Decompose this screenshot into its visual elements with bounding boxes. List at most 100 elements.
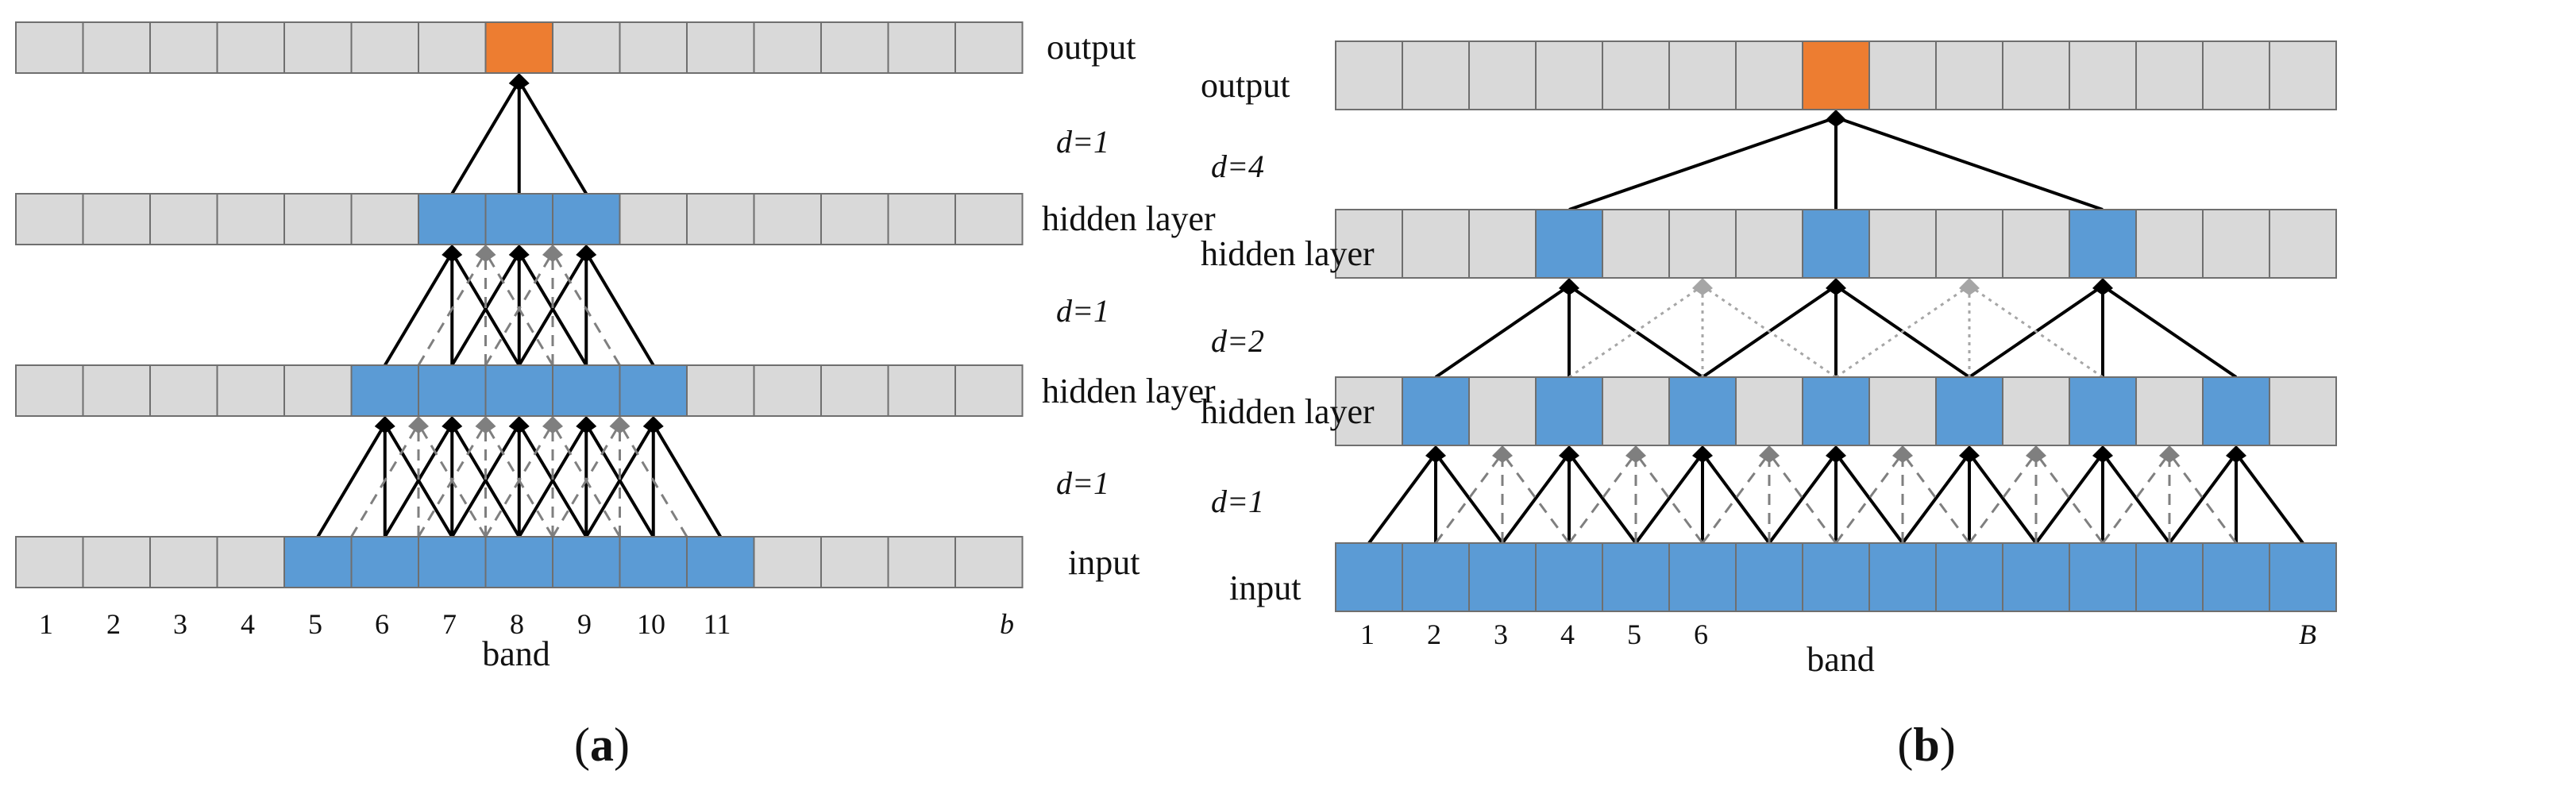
panel-a-layer-0-cell: [283, 21, 353, 74]
panel-b-layer-2-cell: [2002, 376, 2070, 446]
panel-a-inactive-arrowhead: [475, 416, 496, 434]
panel-b-edge: [1568, 116, 1837, 211]
panel-a-edge: [316, 422, 387, 538]
panel-a-layer-3-cell: [418, 536, 487, 588]
panel-a-layer-2-cell: [484, 364, 553, 417]
panel-b-input-label: input: [1229, 568, 1301, 607]
panel-b-edge: [1701, 452, 1771, 545]
panel-b-edge: [1501, 452, 1571, 545]
panel-b-layer-0-cell: [2002, 40, 2070, 110]
panel-b-caption: (b): [1897, 719, 1955, 771]
panel-b-layer-3-cell: [2069, 542, 2137, 612]
connection-edges: [316, 73, 2304, 545]
panel-a-band-number: 1: [39, 608, 53, 640]
panel-b-layer-3-cell: [1402, 542, 1470, 612]
panel-a-layer-2-cell: [954, 364, 1024, 417]
panel-b-layer-1-cell: [2135, 209, 2204, 279]
panel-a-layer-0-cell: [15, 21, 84, 74]
panel-b-layer-1-cell: [1602, 209, 1670, 279]
panel-b-layer-1-cell: [1802, 209, 1870, 279]
panel-b-edge: [2101, 452, 2171, 545]
panel-a-band-number: 2: [106, 608, 121, 640]
panel-b-layer-1-cell: [1868, 209, 1937, 279]
panel-b-band-number: 3: [1494, 619, 1508, 650]
panel-a-layer-3-cell: [350, 536, 419, 588]
panel-b-layer-0-cell: [1535, 40, 1603, 110]
panel-b-layer-3-cell: [1535, 542, 1603, 612]
panel-b-layer-3-cell: [2202, 542, 2270, 612]
panel-b-layer-0-cell: [1802, 40, 1870, 110]
panel-b-layer-1-cell: [2202, 209, 2270, 279]
panel-b-layer-3-cell: [2002, 542, 2070, 612]
panel-b-layer-0-cell: [1602, 40, 1670, 110]
panel-b-layer-2-cell: [1468, 376, 1537, 446]
panel-b-hidden-layer-2-label: hidden layer: [1201, 392, 1375, 431]
panel-a-layer-1-cell: [887, 193, 956, 245]
panel-a-arrowhead: [508, 416, 530, 434]
panel-b-layer-0-cell: [2069, 40, 2137, 110]
panel-b-layer-3-cell: [1735, 542, 1803, 612]
panel-b-edge: [1568, 452, 1637, 545]
panel-a-dilation-1: d=1: [1056, 124, 1109, 160]
panel-b-layer-3-cell: [1468, 542, 1537, 612]
panel-b-edge: [1434, 284, 1571, 379]
panel-b-layer-0-cell: [2269, 40, 2337, 110]
panel-a-layer-0-cell: [149, 21, 218, 74]
panel-a-arrowhead: [442, 245, 463, 262]
panel-b-layer-2-cell: [1935, 376, 2003, 446]
panel-a-layer-3-cell: [887, 536, 956, 588]
panel-a-inactive-edge: [484, 252, 554, 366]
panel-a-layer-1-cell: [418, 193, 487, 245]
panel-b-layer-1-cell: [1535, 209, 1603, 279]
panel-a-layer-3-cell: [820, 536, 889, 588]
panel-a-inactive-arrowhead: [542, 416, 563, 434]
panel-a-layer-2-cell: [418, 364, 487, 417]
panel-a-layer-1-cell: [82, 193, 151, 245]
panel-b-inactive-arrowhead: [1692, 278, 1713, 295]
panel-b-band-number: 2: [1427, 619, 1441, 650]
panel-a-layer-0-cell: [619, 21, 688, 74]
panel-b-layer-0-cell: [1735, 40, 1803, 110]
panel-b-layer-0-cell: [2135, 40, 2204, 110]
panel-a-layer-1-cell: [820, 193, 889, 245]
panel-b-hidden-layer-1-label: hidden layer: [1201, 234, 1375, 273]
panel-b-arrowhead: [2226, 445, 2246, 463]
panel-a-layer-0-cell: [954, 21, 1024, 74]
panel-b-inactive-edge: [1568, 284, 1703, 379]
panel-b-band-number: 4: [1560, 619, 1575, 650]
panel-b-layer-3-cell: [2269, 542, 2337, 612]
panel-a-band-number: 5: [308, 608, 322, 640]
panel-a-layer-2-cell: [149, 364, 218, 417]
panel-b-layer-1-cell: [2069, 209, 2137, 279]
panel-b-layer-0-cell: [1935, 40, 2003, 110]
panel-b-layer-2-cell: [1602, 376, 1670, 446]
panel-b-output-label: output: [1201, 66, 1290, 105]
panel-a-layer-0-cell: [686, 21, 755, 74]
panel-a-edge: [584, 251, 655, 367]
panel-a-edge: [518, 251, 588, 367]
panel-a-dilation-2: d=1: [1056, 293, 1109, 329]
panel-a-dilation-3: d=1: [1056, 465, 1109, 501]
panel-b-layer-1-cell: [1935, 209, 2003, 279]
panel-b-arrowhead: [1826, 278, 1846, 295]
panel-a-layer-2-cell: [350, 364, 419, 417]
panel-b-inactive-edge: [1835, 284, 1970, 379]
panel-b-inactive-arrowhead: [2026, 445, 2046, 463]
panel-a-layer-1-cell: [283, 193, 353, 245]
panel-b-layer-3-cell: [1668, 542, 1737, 612]
panel-a-layer-3-cell: [484, 536, 553, 588]
panel-a-layer-0-cell: [350, 21, 419, 74]
panel-a-inactive-edge: [551, 252, 621, 366]
panel-a-caption-letter: a: [590, 719, 614, 771]
panel-b-edge: [1768, 452, 1838, 545]
panel-a-edge: [652, 422, 722, 538]
panel-a-layer-3-cell: [216, 536, 285, 588]
panel-a-edge: [450, 422, 521, 538]
layer-cells: [15, 21, 2337, 612]
panel-a-band-number: 3: [173, 608, 187, 640]
panel-a-inactive-arrowhead: [475, 245, 496, 262]
panel-a-arrowhead: [576, 245, 597, 262]
panel-b-arrowhead: [1826, 445, 1846, 463]
panel-a-layer-2-cell: [887, 364, 956, 417]
